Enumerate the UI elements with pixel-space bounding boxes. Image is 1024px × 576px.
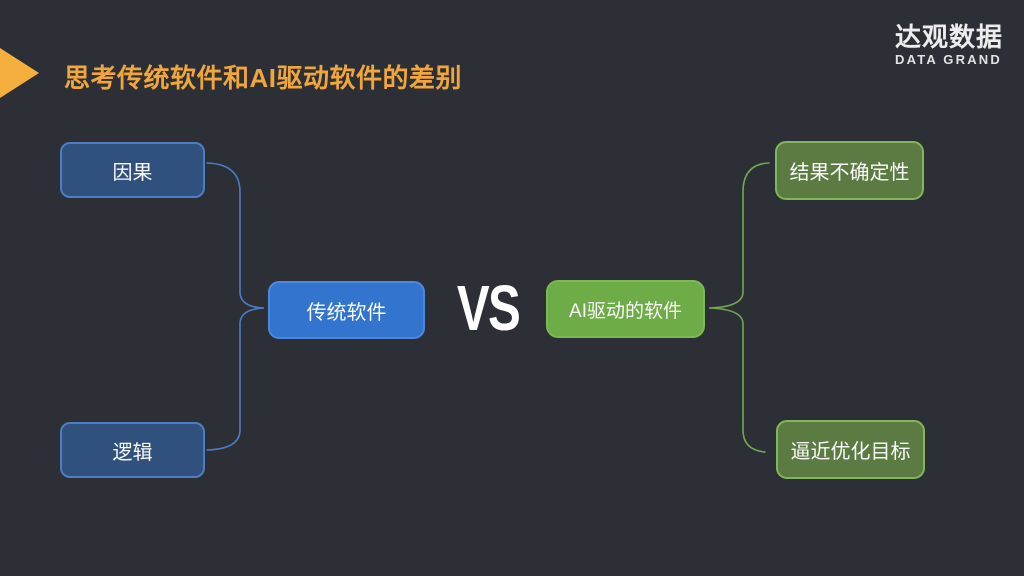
node-traditional-software-label: 传统软件 (306, 301, 387, 324)
logo-subtitle: DATA GRAND (895, 52, 1002, 67)
node-traditional-software: 传统软件 (268, 281, 425, 339)
title-bullet-triangle-icon (0, 48, 39, 98)
vs-label: VS (456, 272, 521, 344)
node-optimization-goal: 逼近优化目标 (776, 420, 925, 479)
node-logic: 逻辑 (60, 422, 205, 478)
logo-name: 达观数据 (895, 22, 1004, 52)
node-cause: 因果 (60, 142, 205, 198)
node-logic-label: 逻辑 (112, 441, 153, 464)
node-optimization-goal-label: 逼近优化目标 (790, 441, 911, 463)
left-brace-connector (206, 162, 265, 451)
node-cause-label: 因果 (112, 161, 153, 184)
slide-title: 思考传统软件和AI驱动软件的差别 (64, 63, 463, 93)
node-result-uncertainty: 结果不确定性 (775, 141, 924, 200)
datagrand-logo: 达观数据 DATA GRAND (895, 24, 1013, 66)
node-ai-driven-software: AI驱动的软件 (546, 280, 705, 338)
node-ai-driven-software-label: AI驱动的软件 (569, 300, 682, 322)
node-result-uncertainty-label: 结果不确定性 (789, 162, 910, 184)
right-brace-connector (708, 162, 770, 453)
